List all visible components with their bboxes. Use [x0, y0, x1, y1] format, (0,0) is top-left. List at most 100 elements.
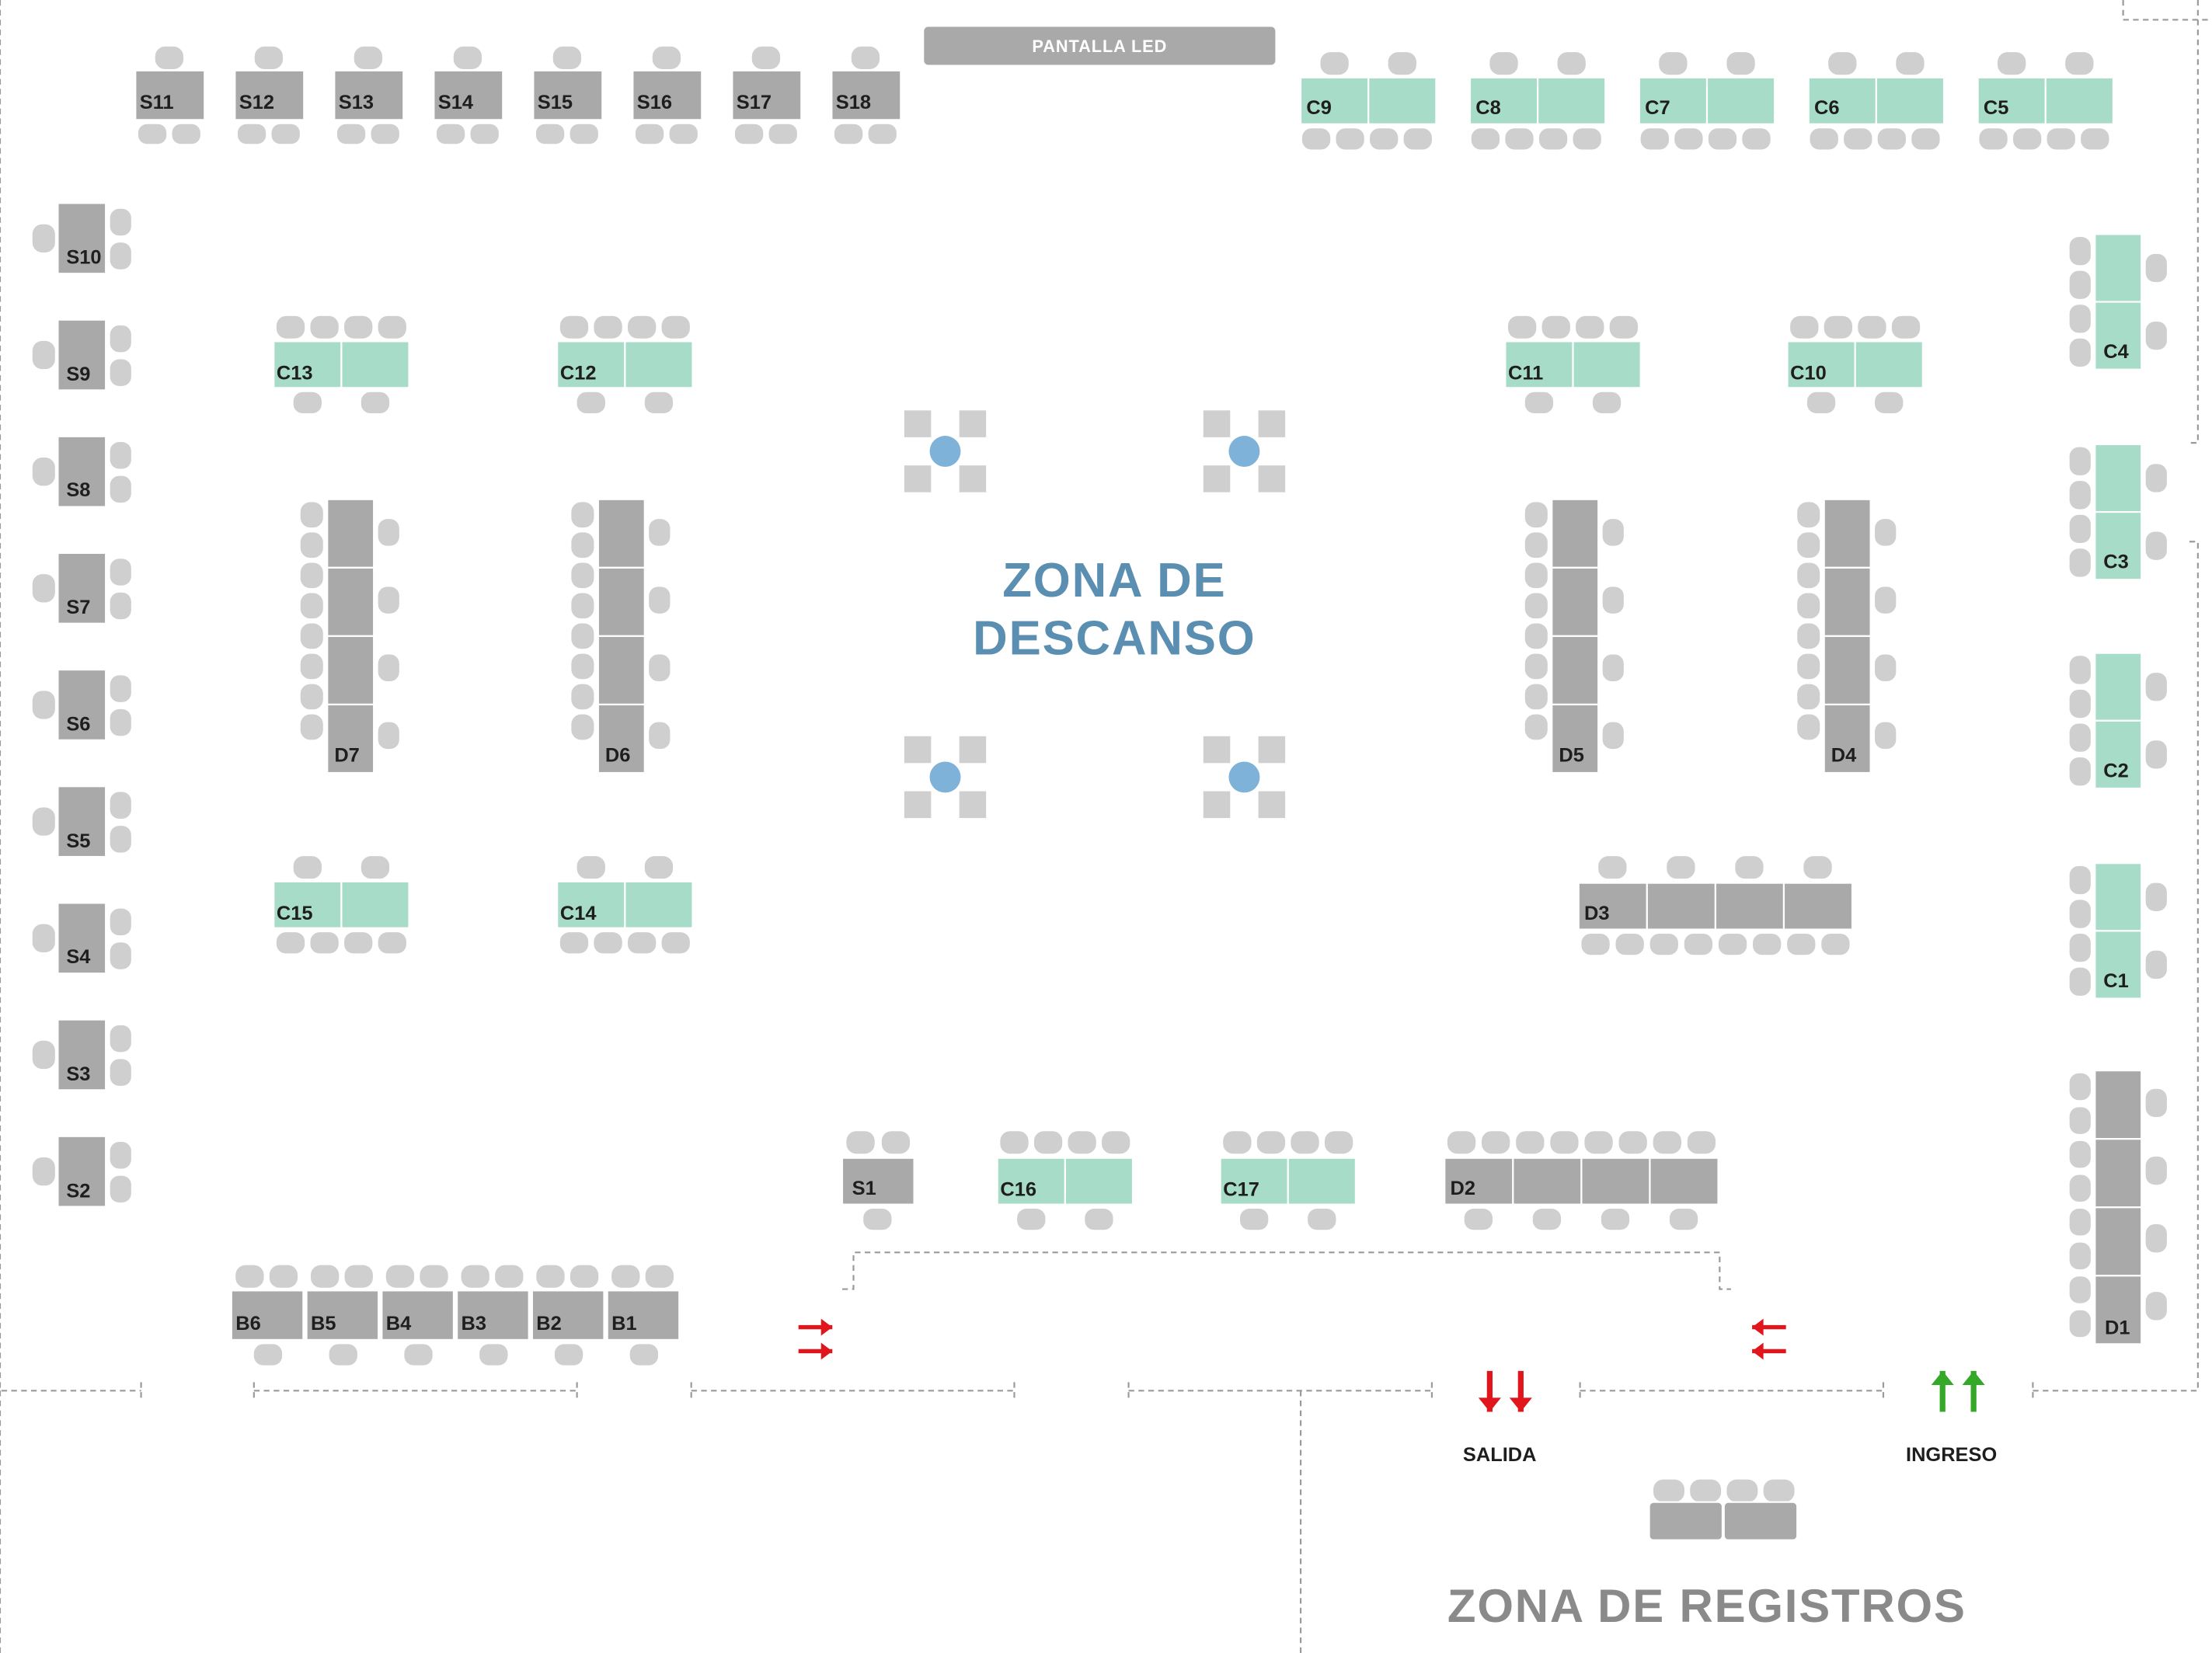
- chair: [645, 1265, 674, 1288]
- chair: [1653, 1479, 1684, 1502]
- stand-s18: [831, 69, 902, 121]
- stand-label-d4: D4: [1831, 743, 1857, 766]
- chair: [1336, 128, 1364, 150]
- stand-d3-part: [1577, 882, 1648, 931]
- stand-label-d1: D1: [2105, 1316, 2130, 1339]
- chair: [110, 592, 131, 620]
- chair: [138, 124, 167, 144]
- chair: [2069, 689, 2091, 719]
- chair: [235, 1265, 264, 1288]
- lounge-seat: [1258, 791, 1286, 819]
- stand-label-c2: C2: [2103, 758, 2129, 781]
- chair: [1891, 315, 1921, 339]
- chair: [404, 1344, 433, 1366]
- stand-s11: [134, 69, 206, 121]
- dashed-border: [2189, 0, 2199, 444]
- stand-s4: [57, 902, 107, 975]
- stand-label-s13: S13: [338, 90, 374, 113]
- chair: [1653, 1131, 1681, 1154]
- chair: [2069, 481, 2091, 510]
- stand-label-c14: C14: [559, 901, 597, 924]
- stand-s15: [532, 69, 604, 121]
- chair: [1538, 128, 1568, 150]
- chair: [1790, 315, 1819, 339]
- chair: [1240, 1209, 1269, 1230]
- chair: [2069, 865, 2091, 895]
- stand-d6-part: [597, 703, 646, 774]
- stand-d2-part: [1444, 1157, 1514, 1206]
- rest-zone-line2: DESCANSO: [973, 612, 1256, 666]
- chair: [1602, 722, 1624, 750]
- chair: [2081, 128, 2109, 150]
- chair: [1667, 856, 1695, 879]
- chair: [834, 124, 863, 144]
- chair: [1370, 128, 1399, 150]
- chair: [627, 932, 657, 954]
- chair: [2145, 1292, 2167, 1321]
- chair: [1803, 856, 1832, 879]
- registry-desk: [1723, 1501, 1799, 1541]
- chair: [2069, 723, 2091, 752]
- chair: [110, 1141, 131, 1169]
- up-arrow-icon-head: [1931, 1370, 1954, 1386]
- stand-c6-half: [1875, 76, 1946, 125]
- stand-s7: [57, 552, 107, 625]
- stand-c12-half: [624, 340, 694, 389]
- chair: [577, 392, 605, 414]
- chair: [1482, 1131, 1510, 1154]
- chair: [110, 792, 131, 820]
- chair: [1806, 392, 1836, 414]
- stand-label-s5: S5: [66, 828, 91, 851]
- chair: [1875, 519, 1897, 546]
- chair: [470, 124, 499, 144]
- stand-c7: [1638, 76, 1709, 125]
- chair: [1524, 714, 1548, 740]
- chair: [276, 932, 305, 954]
- chair: [237, 124, 266, 144]
- chair: [1017, 1209, 1046, 1230]
- chair: [1524, 653, 1548, 680]
- stand-label-s1: S1: [852, 1176, 876, 1199]
- chair: [2069, 270, 2091, 299]
- lounge-seat: [959, 791, 987, 819]
- stand-s1: [841, 1157, 915, 1206]
- stand-label-c8: C8: [1475, 96, 1501, 119]
- stand-d7-part: [326, 703, 375, 774]
- stand-c3: [2094, 511, 2143, 581]
- chair: [1524, 684, 1548, 710]
- chair: [571, 562, 594, 589]
- chair: [2069, 1242, 2091, 1270]
- stand-c16: [996, 1157, 1066, 1206]
- chair: [2069, 548, 2091, 577]
- lounge-seat: [904, 736, 932, 764]
- chair: [436, 124, 465, 144]
- stand-d4-part: [1823, 498, 1872, 569]
- chair: [846, 1131, 875, 1154]
- chair: [536, 1265, 565, 1288]
- chair: [611, 1265, 640, 1288]
- chair: [1877, 128, 1907, 150]
- chair: [734, 124, 764, 144]
- up-arrow-icon-head: [1962, 1370, 1985, 1386]
- lounge-seat: [1258, 465, 1286, 492]
- chair: [32, 574, 55, 603]
- chair: [344, 932, 373, 954]
- lounge-seat: [1258, 410, 1286, 437]
- chair: [2069, 1140, 2091, 1168]
- chair: [32, 924, 55, 952]
- stand-d5-part: [1551, 566, 1600, 637]
- stand-d7-part: [326, 566, 375, 637]
- stand-c13-half: [340, 340, 410, 389]
- chair: [649, 722, 671, 750]
- stand-c2-half: [2094, 652, 2143, 722]
- chair: [32, 1157, 55, 1186]
- stand-s17: [731, 69, 803, 121]
- stand-c7-half: [1705, 76, 1776, 125]
- chair: [1000, 1131, 1029, 1154]
- stand-s16: [632, 69, 703, 121]
- chair: [32, 1040, 55, 1070]
- chair: [1592, 392, 1622, 414]
- chair: [1324, 1131, 1353, 1154]
- chair: [310, 932, 339, 954]
- chair: [300, 593, 323, 619]
